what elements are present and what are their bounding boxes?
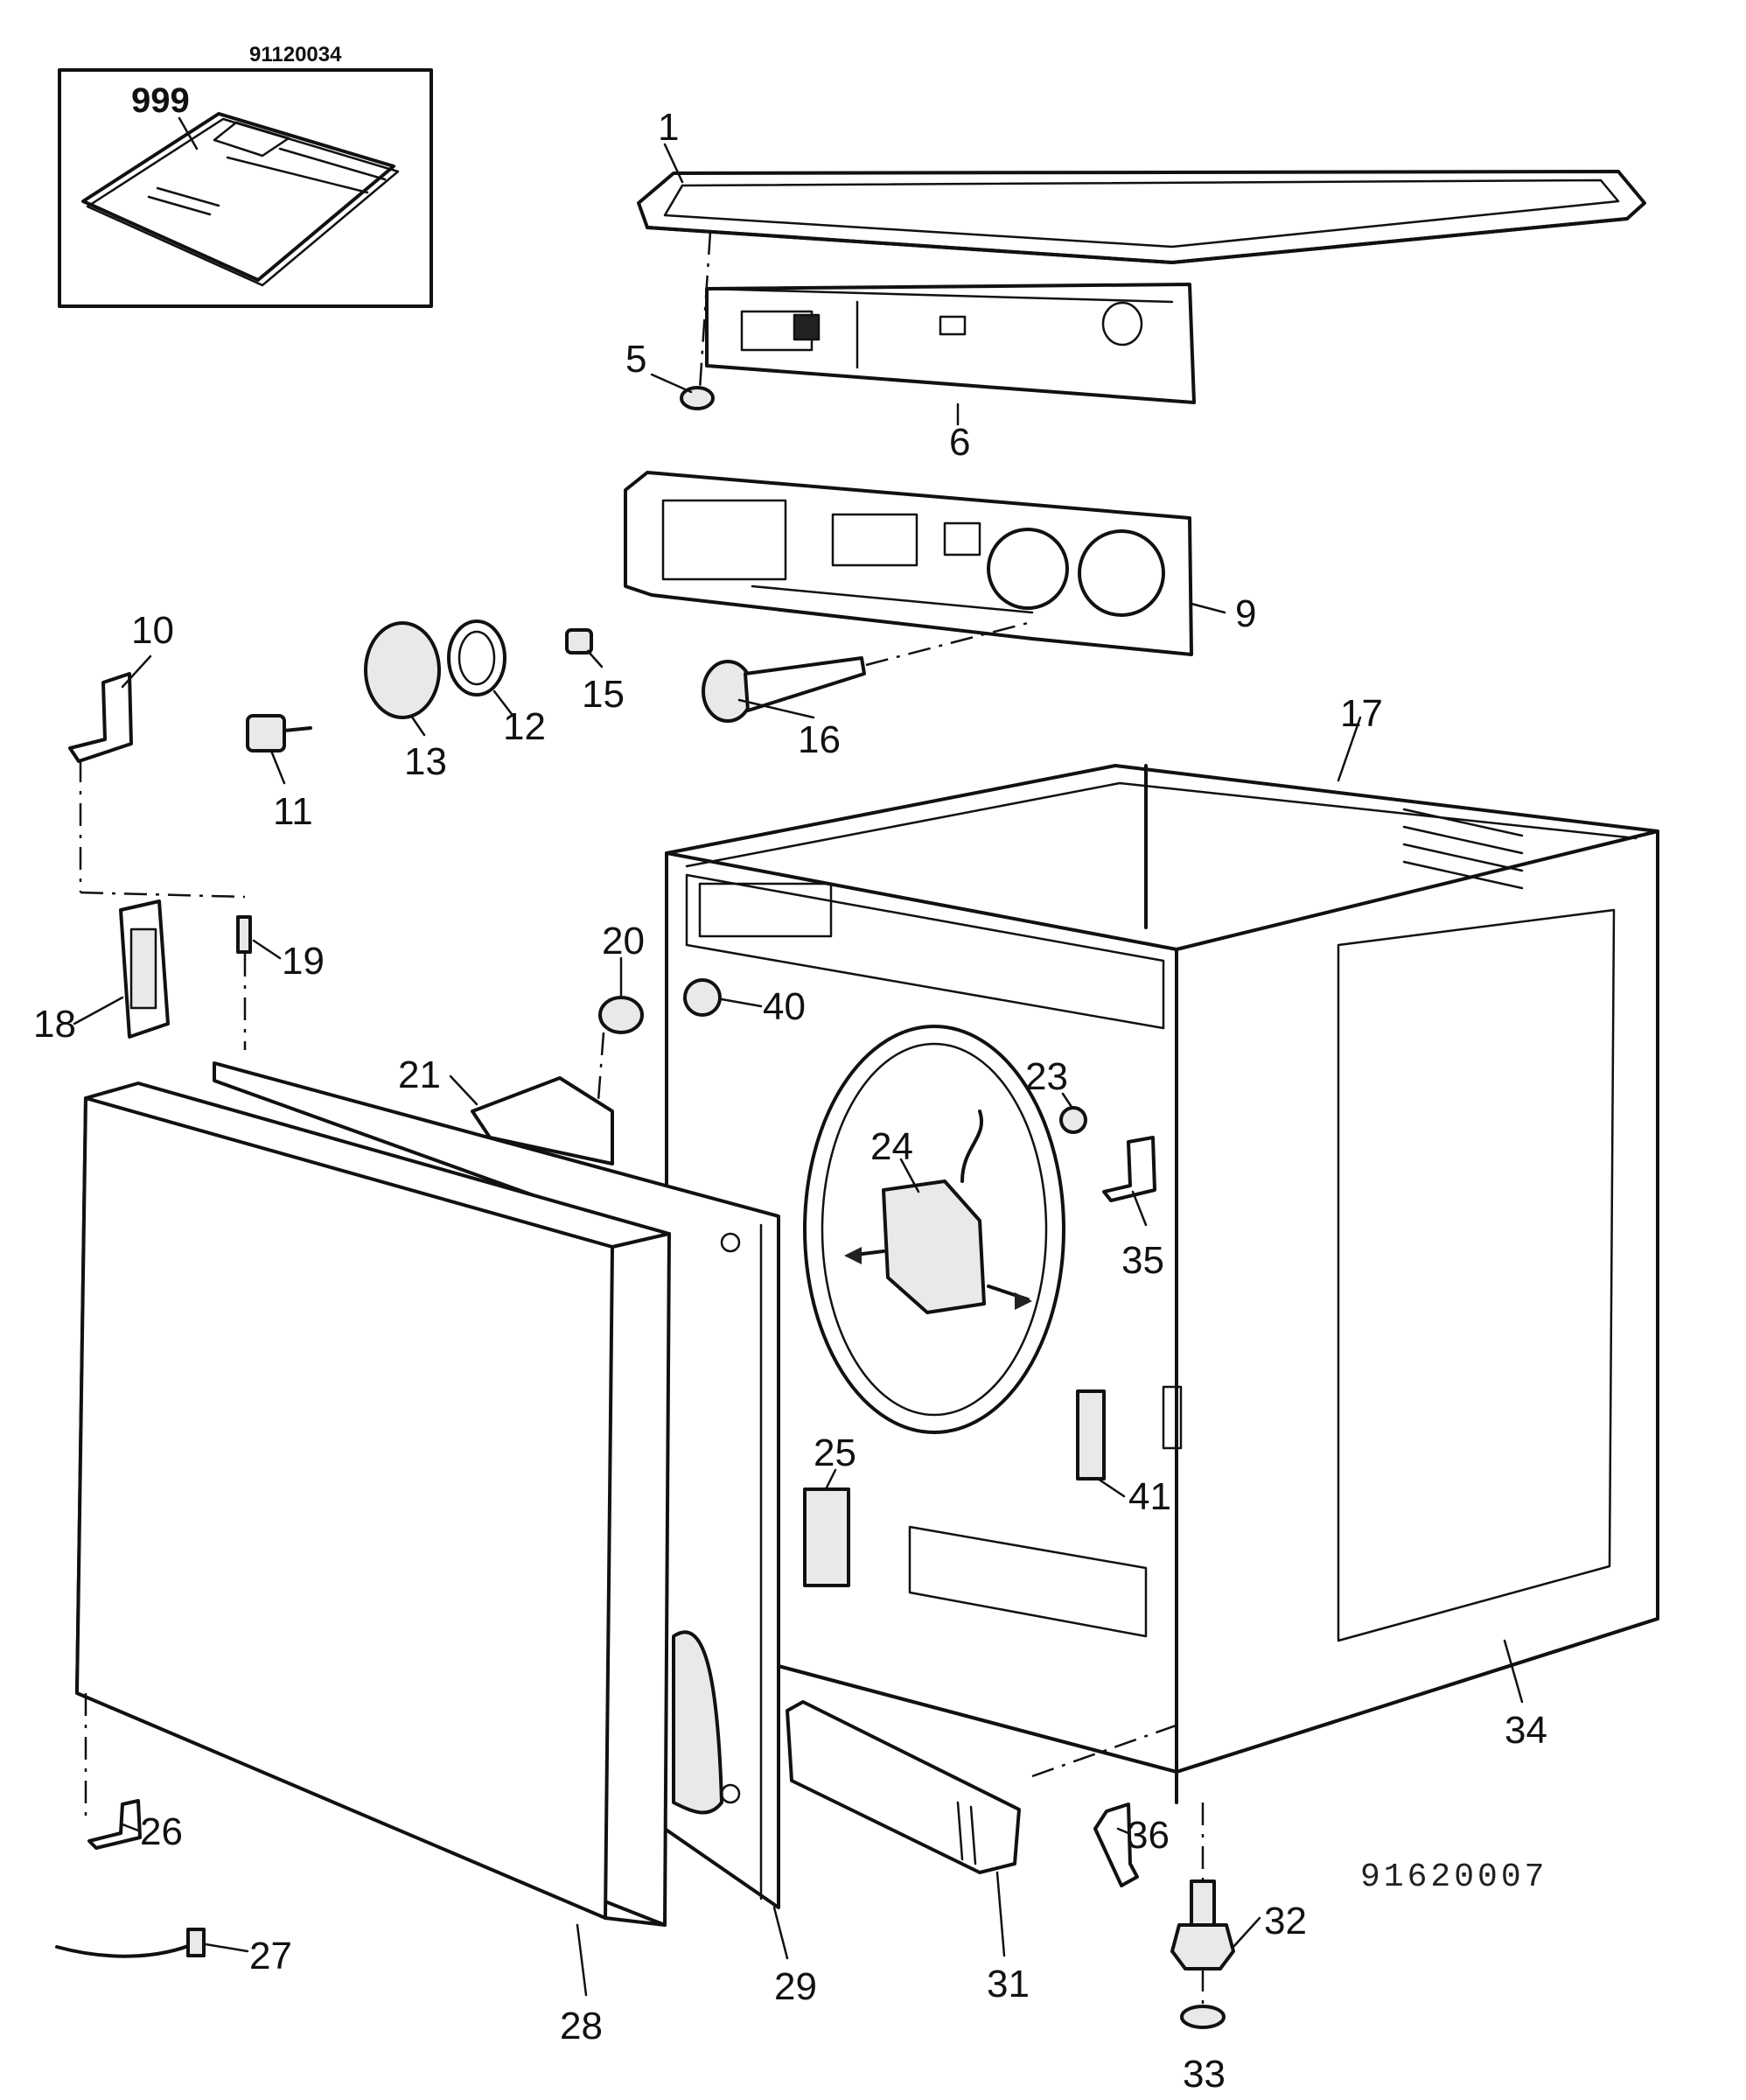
label-11: 11 [273,790,313,833]
part-28-door-panel [75,1082,671,1927]
label-28: 28 [560,2005,603,2048]
vent-grill [1402,808,1524,890]
part-35-bracket [1102,1136,1156,1202]
label-36: 36 [1127,1814,1170,1857]
manual-booklet-icon [81,112,400,287]
part-21-hinge-plate [471,1076,614,1166]
part-27-cable [55,1928,206,1958]
part-16-knob-shaft [702,621,1029,723]
label-24: 24 [870,1125,913,1168]
part-33-washer [1180,2005,1226,2029]
label-27: 27 [249,1935,292,1978]
label-32: 32 [1264,1900,1307,1942]
label-6: 6 [949,421,970,464]
leader-lines [73,143,1524,1997]
part-40-grommet [683,978,722,1017]
part-25-switch [803,1488,850,1587]
part-1-worktop [637,170,1646,264]
part-23-plug [1059,1106,1087,1134]
label-12: 12 [503,705,546,748]
label-17: 17 [1340,692,1383,735]
part-13-lens [364,621,441,719]
part-15-nut [565,628,593,654]
label-15: 15 [582,673,625,716]
part-26-hinge-clip [87,1799,142,1850]
label-18: 18 [33,1003,76,1046]
label-29: 29 [774,1965,817,2008]
part-36-foot-bracket [1093,1802,1139,1887]
label-20: 20 [602,920,645,962]
label-40: 40 [763,985,806,1028]
label-13: 13 [404,740,447,783]
inset-number: 999 [131,81,190,120]
label-1: 1 [658,106,679,149]
inset-code: 91120034 [249,43,342,66]
label-31: 31 [987,1963,1030,2006]
part-18-handle [119,900,170,1039]
label-25: 25 [814,1432,856,1474]
part-31-kickplate [786,1700,1182,1874]
label-23: 23 [1025,1055,1068,1098]
drawing-code: 91620007 [1360,1858,1547,1896]
part-10-hinge-bracket [68,672,246,899]
label-21: 21 [398,1054,441,1096]
label-26: 26 [140,1810,183,1853]
part-17-cabinet-frame [665,764,1659,1804]
label-16: 16 [798,718,841,761]
label-19: 19 [282,940,325,983]
inset-manual-box: 91120034 999 [58,43,433,308]
part-32-adjustable-foot [1170,1802,1235,2004]
part-9-control-housing [624,471,1193,656]
label-9: 9 [1235,592,1256,635]
part-19-pin [236,915,252,1050]
part-41-bracket [1076,1385,1183,1480]
part-6-control-fascia [705,283,1196,404]
part-11-button [246,714,312,752]
label-5: 5 [625,338,646,381]
part-labels: 1 5 6 9 10 11 12 13 15 16 17 18 19 20 21… [33,106,1547,2096]
part-5-clip [680,231,715,410]
label-34: 34 [1505,1709,1547,1752]
label-33: 33 [1183,2053,1226,2096]
part-12-ring [447,620,506,696]
label-10: 10 [131,609,174,652]
label-35: 35 [1121,1239,1164,1282]
label-41: 41 [1128,1475,1171,1518]
part-24-door-lock [844,1110,1032,1314]
